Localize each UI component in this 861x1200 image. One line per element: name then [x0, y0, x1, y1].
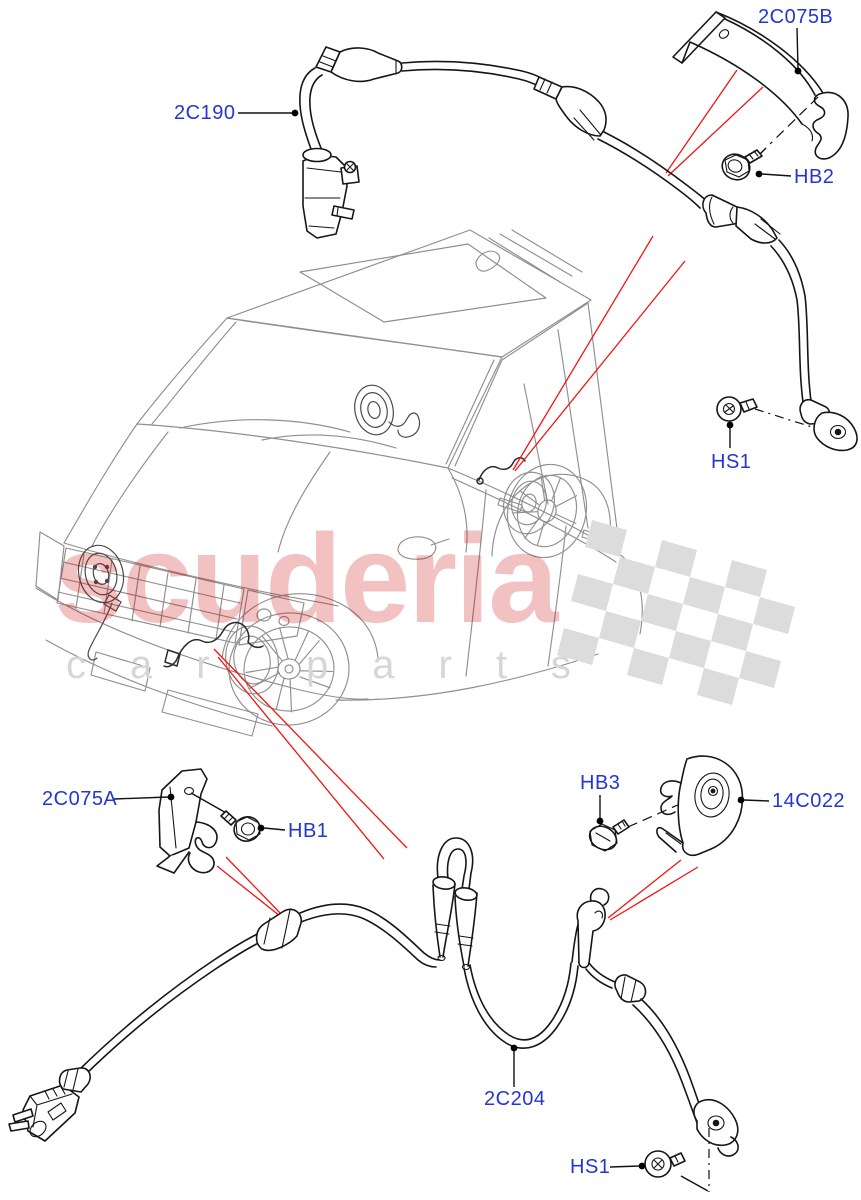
part-drawing-HS1-lower-bolt	[644, 1150, 686, 1178]
part-drawing-2C190-sensor	[299, 46, 858, 452]
part-label-2C075B[interactable]: 2C075B	[758, 6, 834, 28]
part-drawing-HS1-upper-bolt	[716, 396, 758, 422]
part-drawing-2C075B-bracket	[672, 11, 849, 160]
part-drawing-2C204-harness	[8, 837, 739, 1157]
part-label-HS1-upper[interactable]: HS1	[711, 451, 752, 473]
front-sensor-location	[163, 621, 264, 668]
part-drawing-2C075A-bracket	[156, 768, 218, 874]
part-label-2C190[interactable]: 2C190	[174, 102, 236, 124]
part-label-HB2[interactable]: HB2	[794, 166, 835, 188]
part-label-HS1-lower[interactable]: HS1	[570, 1156, 611, 1178]
part-label-2C204[interactable]: 2C204	[484, 1088, 546, 1110]
rear-brake-disc-with-sensor	[354, 384, 421, 438]
side-mirror	[397, 536, 450, 560]
rear-wheel	[506, 463, 588, 559]
part-drawing-HB1-bolt	[220, 810, 261, 842]
watermark-word-car: car	[66, 643, 254, 687]
antenna-fin	[475, 250, 501, 272]
callout-lines	[213, 69, 764, 921]
part-label-14C022[interactable]: 14C022	[772, 790, 846, 812]
watermark-brand-text: scuderia	[54, 508, 559, 649]
front-brake-disc-with-sensor	[77, 544, 125, 661]
part-label-HB1[interactable]: HB1	[288, 820, 329, 842]
rear-sensor-location	[476, 457, 526, 485]
watermark: scuderia car parts	[54, 508, 795, 705]
front-wheel	[228, 612, 350, 726]
label-leader-lines	[113, 27, 802, 1170]
part-label-HB3[interactable]: HB3	[580, 772, 621, 794]
watermark-word-parts: parts	[306, 643, 615, 687]
part-label-2C075A[interactable]: 2C075A	[42, 788, 118, 810]
part-drawing-HB2-bolt	[721, 149, 763, 181]
part-drawing-HB3-bolt	[588, 819, 630, 852]
part-drawing-14C022-mount	[656, 755, 744, 857]
checkered-flag-icon	[557, 520, 795, 705]
door-handle	[497, 497, 523, 513]
